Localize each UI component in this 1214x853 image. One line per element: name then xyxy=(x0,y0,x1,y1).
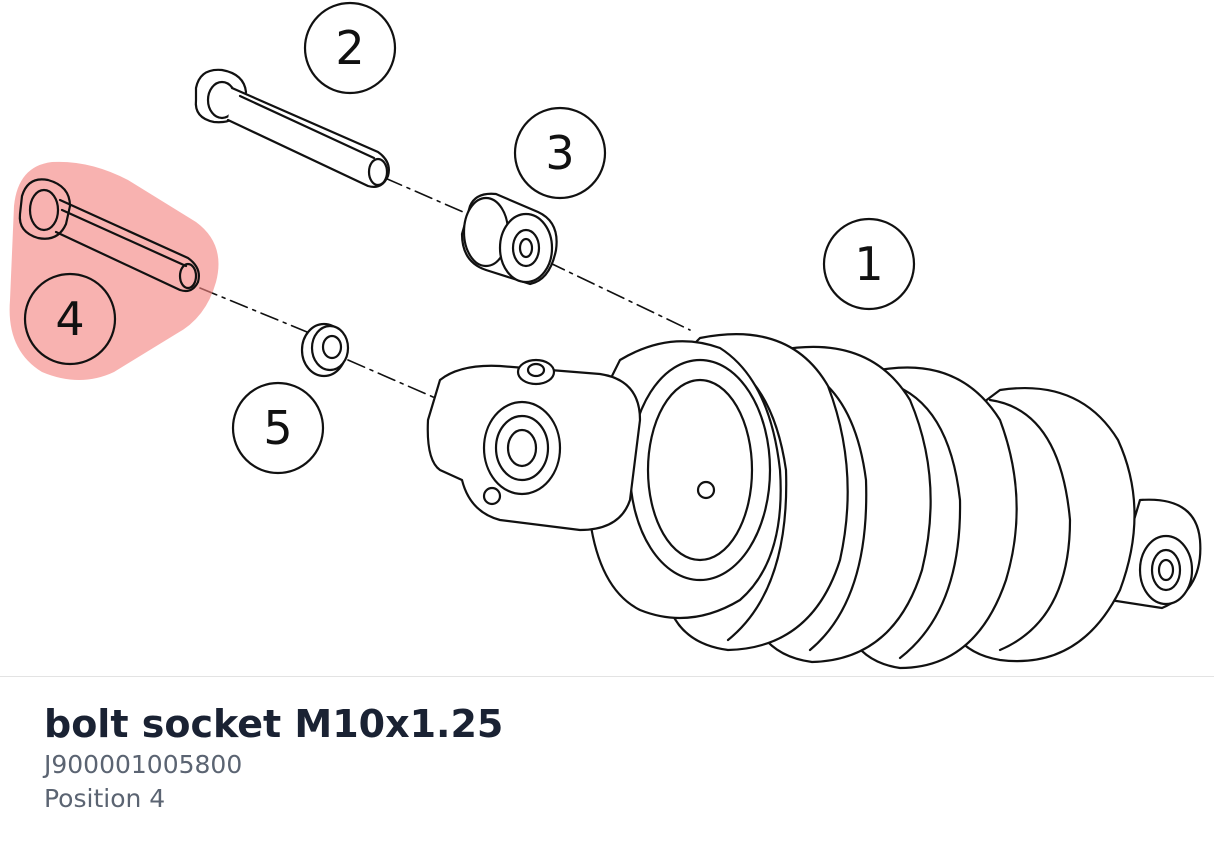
part-4-highlight-zone xyxy=(9,161,219,380)
part-1-shock-absorber[interactable] xyxy=(426,333,1202,670)
callout-label-2: 2 xyxy=(335,21,364,75)
callout-label-3: 3 xyxy=(545,126,574,180)
section-divider xyxy=(0,676,1214,677)
callout-circle-1[interactable] xyxy=(822,217,916,311)
part-5-washer[interactable] xyxy=(300,322,350,378)
callout-circle-2[interactable] xyxy=(303,1,397,95)
part-number: J900001005800 xyxy=(44,750,243,779)
exploded-parts-diagram: 1 2 3 4 5 xyxy=(9,1,1202,670)
part-position: Position 4 xyxy=(44,784,166,813)
part-info-panel: bolt socket M10x1.25 J900001005800 Posit… xyxy=(44,700,503,816)
part-name: bolt socket M10x1.25 xyxy=(44,702,504,746)
callout-label-4: 4 xyxy=(55,292,84,346)
part-3-bushing[interactable] xyxy=(460,192,558,286)
callout-circle-4[interactable] xyxy=(23,272,117,366)
callout-circle-5[interactable] xyxy=(231,381,325,475)
part-4-short-bolt[interactable] xyxy=(18,178,200,293)
callout-circle-3[interactable] xyxy=(513,106,607,200)
callout-label-1: 1 xyxy=(854,237,883,291)
callout-label-5: 5 xyxy=(263,401,292,455)
part-2-long-bolt[interactable] xyxy=(194,68,390,188)
assembly-axis-lines xyxy=(199,177,691,401)
